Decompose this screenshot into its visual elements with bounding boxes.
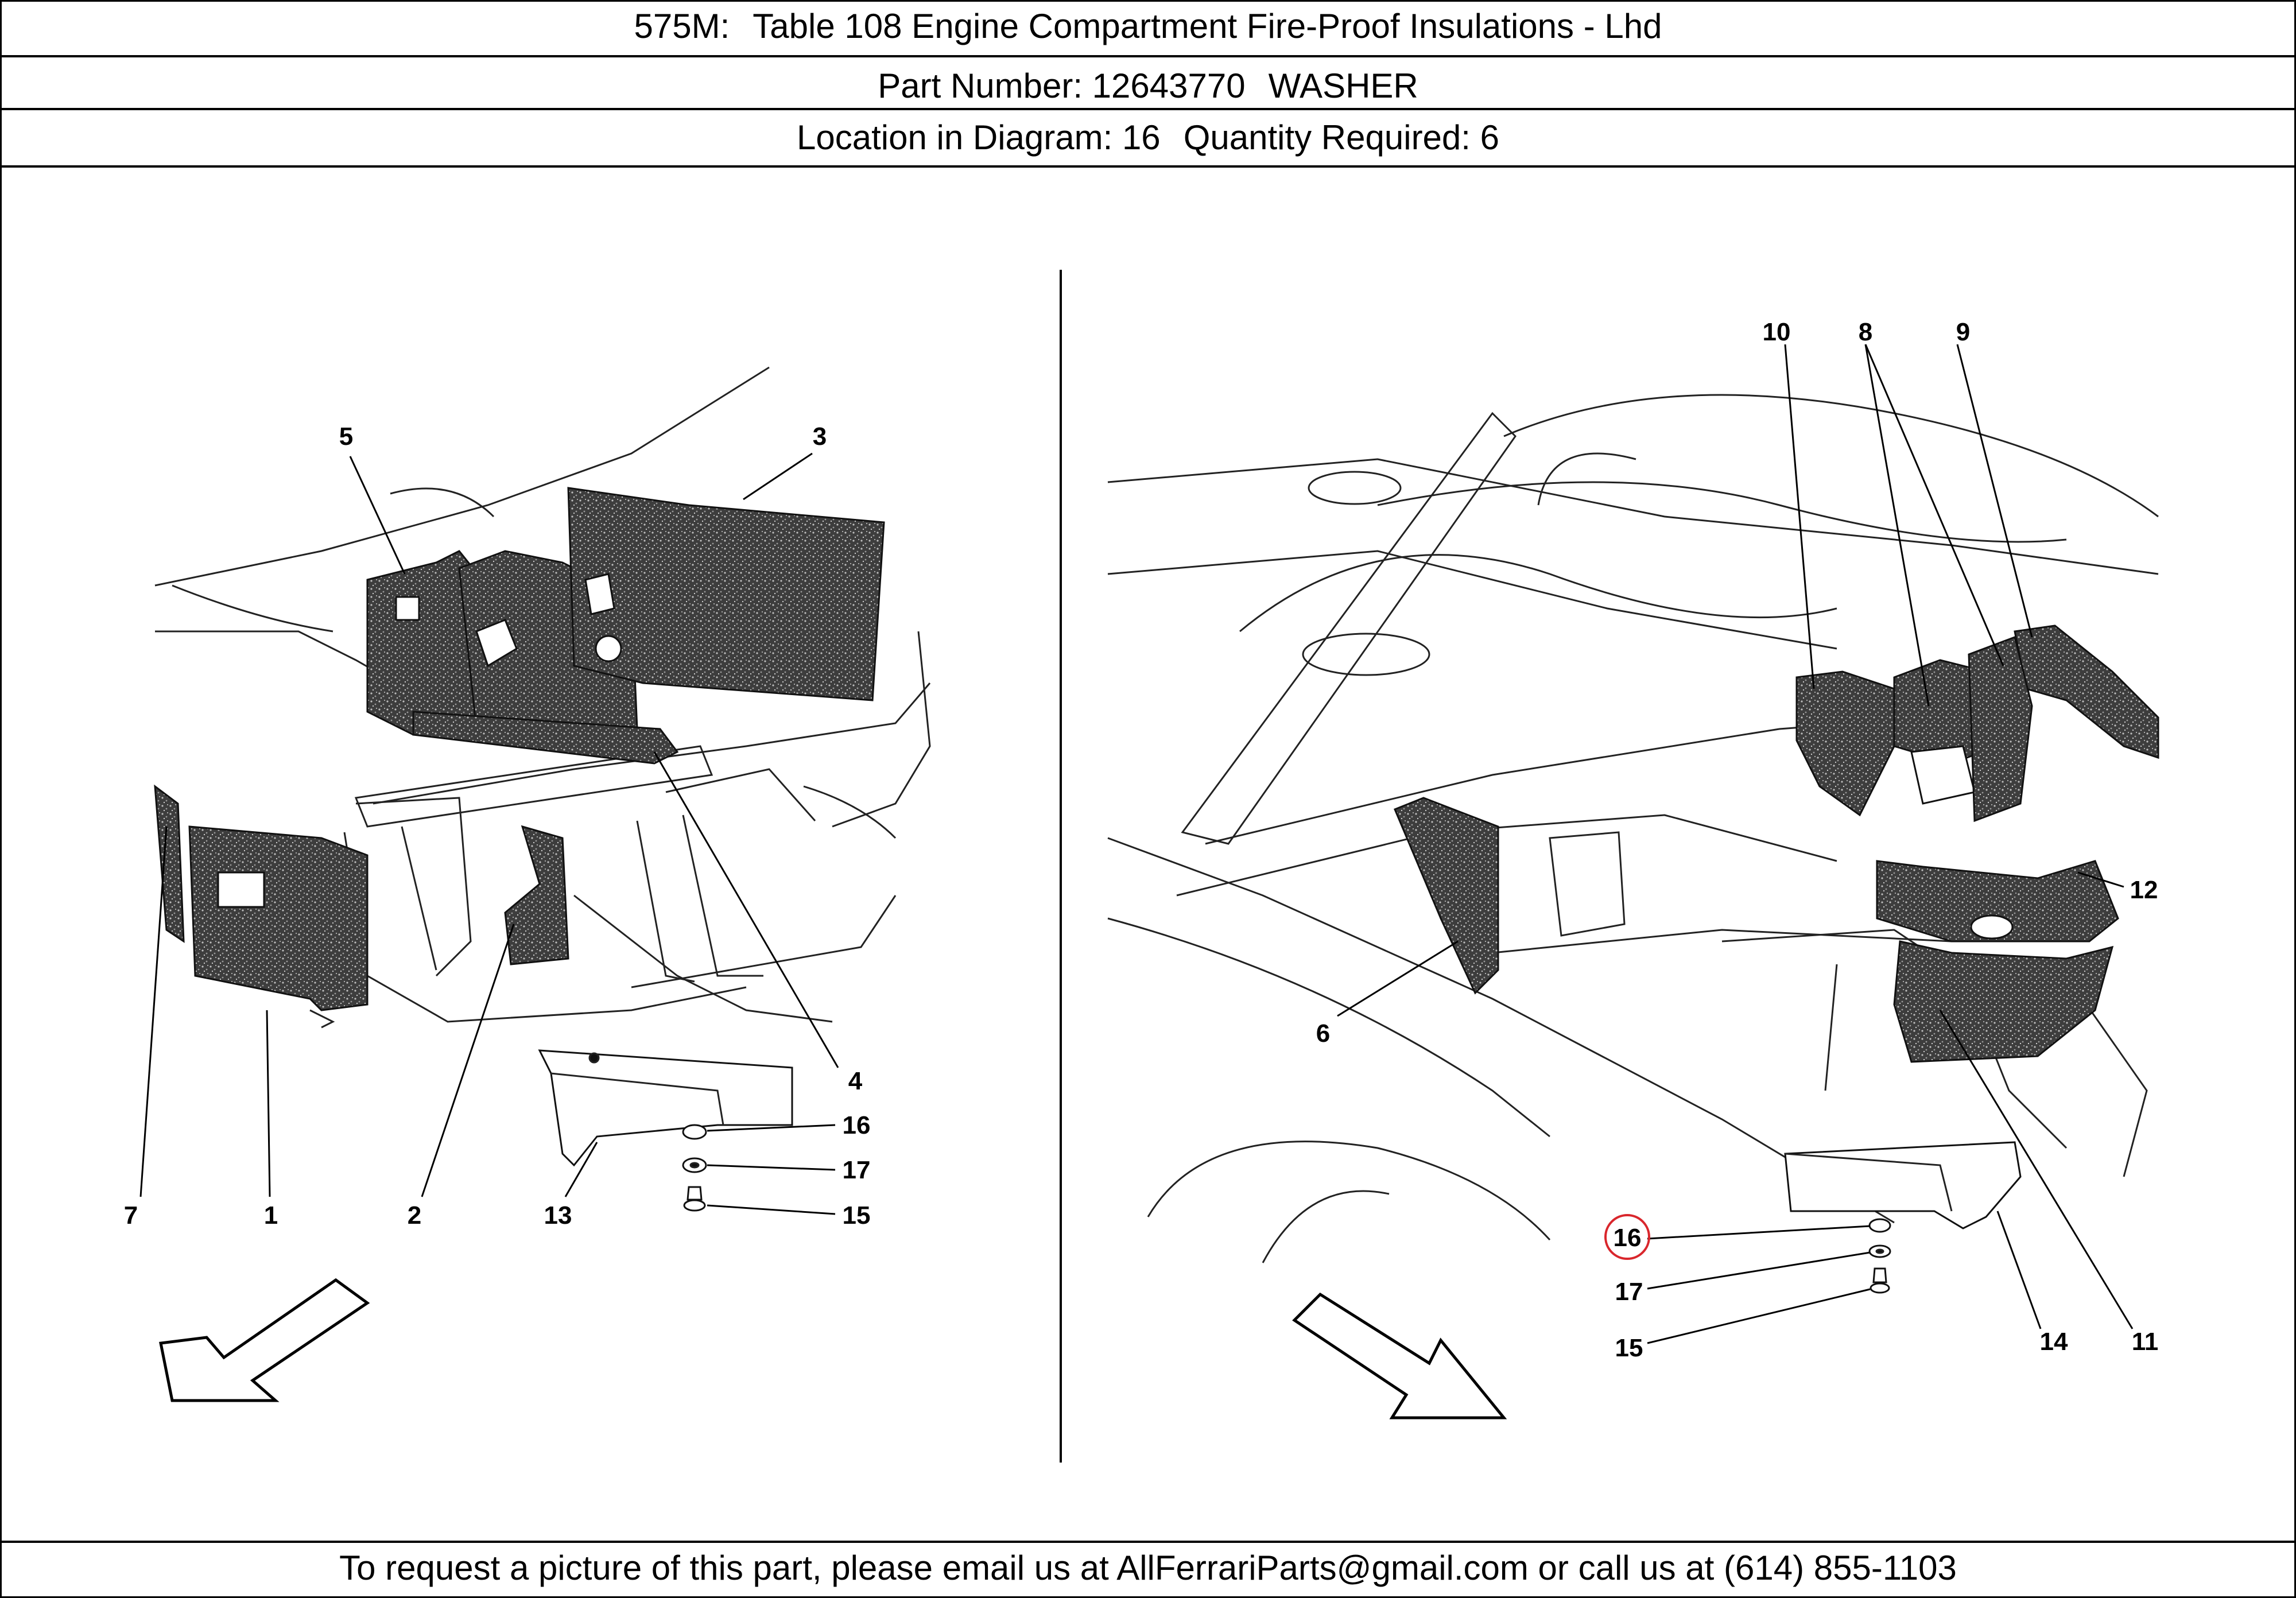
callout-3: 3 <box>813 422 827 451</box>
part-number: Part Number: 12643770 <box>878 67 1246 105</box>
callout-11: 11 <box>2132 1328 2159 1356</box>
callout-17: 17 <box>1615 1278 1643 1306</box>
left-view <box>139 366 931 1402</box>
quantity-required: Quantity Required: 6 <box>1183 118 1499 157</box>
highlight-circle <box>1604 1214 1650 1260</box>
table-title: Table 108 Engine Compartment Fire-Proof … <box>753 7 1662 45</box>
divider <box>0 165 2296 168</box>
divider <box>0 1541 2296 1543</box>
table-title-row: 575M: Table 108 Engine Compartment Fire-P… <box>0 9 2296 44</box>
footer-text: To request a picture of this part, pleas… <box>339 1549 1957 1587</box>
callout-9: 9 <box>1956 318 1970 346</box>
callout-15: 15 <box>843 1201 871 1229</box>
callout-7: 7 <box>124 1201 138 1229</box>
location-row: Location in Diagram: 16 Quantity Required… <box>0 121 2296 155</box>
model-label: 575M: <box>634 7 730 45</box>
divider <box>0 55 2296 57</box>
callout-2: 2 <box>408 1201 421 1229</box>
part-number-row: Part Number: 12643770 WASHER <box>0 69 2296 103</box>
divider <box>0 108 2296 110</box>
contact-footer: To request a picture of this part, pleas… <box>0 1551 2296 1585</box>
callout-4: 4 <box>848 1067 863 1095</box>
right-view <box>1107 344 2159 1419</box>
callout-6: 6 <box>1316 1019 1330 1048</box>
callout-13: 13 <box>544 1201 572 1229</box>
parts-diagram: 5 3 4 7 1 2 13 16 17 15 <box>124 270 2159 1463</box>
callout-16-highlighted: 16 <box>1614 1224 1642 1252</box>
callout-10: 10 <box>1763 318 1791 346</box>
part-name: WASHER <box>1268 67 1418 105</box>
callout-5: 5 <box>339 422 353 451</box>
callout-1: 1 <box>264 1201 278 1229</box>
callout-14: 14 <box>2040 1328 2068 1356</box>
location-in-diagram: Location in Diagram: 16 <box>796 118 1161 157</box>
callout-8: 8 <box>1859 318 1872 346</box>
callout-17: 17 <box>843 1156 871 1184</box>
callout-12: 12 <box>2130 876 2158 904</box>
callout-16: 16 <box>843 1111 871 1139</box>
callout-15: 15 <box>1615 1334 1643 1362</box>
